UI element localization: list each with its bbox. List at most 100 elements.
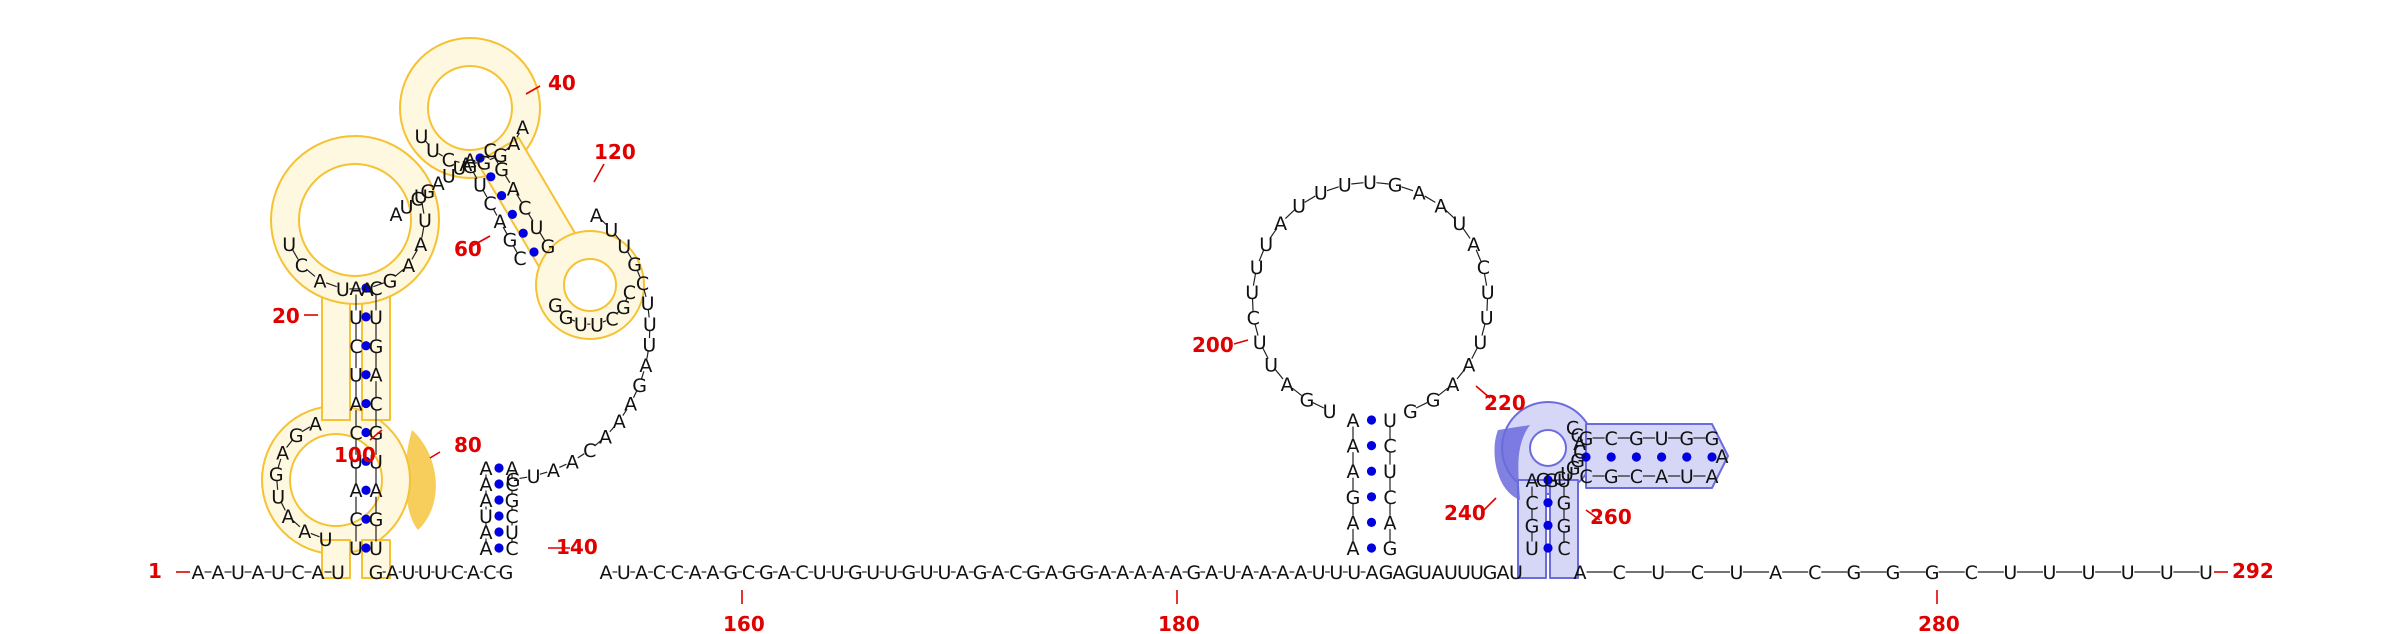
backbone-segment <box>489 157 495 161</box>
nucleotide: A <box>1526 470 1539 492</box>
backbone-segment <box>1462 227 1471 239</box>
nucleotide: U <box>642 335 656 357</box>
backbone-segment <box>310 532 320 538</box>
nucleotide: U <box>349 451 363 473</box>
nucleotide: A <box>1366 562 1379 584</box>
nucleotide: U <box>400 196 414 218</box>
nucleotide: U <box>2160 562 2174 584</box>
nucleotide: A <box>566 451 579 473</box>
nucleotide: A <box>1152 562 1165 584</box>
nucleotide: U <box>604 220 618 242</box>
nucleotide: A <box>1716 446 1729 468</box>
nucleotide: U <box>1525 538 1539 560</box>
nucleotide: U <box>1338 175 1352 197</box>
base-pairs <box>361 153 1717 553</box>
nucleotide: C <box>349 509 362 531</box>
nucleotide: A <box>956 562 969 584</box>
base-pair-dot <box>1606 452 1616 462</box>
nucleotide: C <box>1009 562 1022 584</box>
nucleotide: A <box>1347 538 1360 560</box>
nucleotide: A <box>1347 461 1360 483</box>
nucleotide: G <box>493 145 508 167</box>
nucleotide: U <box>617 236 631 258</box>
base-pair-dot <box>486 172 496 182</box>
nucleotide: A <box>1434 196 1447 218</box>
backbone-segment <box>625 297 628 302</box>
nucleotide: G <box>383 271 398 293</box>
label-tick <box>369 429 383 441</box>
nucleotide: G <box>1346 487 1361 509</box>
label-180: 180 <box>1158 612 1200 634</box>
base-pair-dot <box>1581 452 1591 462</box>
nucleotide: A <box>350 394 363 416</box>
backbone-segment <box>614 234 621 242</box>
nucleotide: U <box>2043 562 2057 584</box>
nucleotide: G <box>1847 562 1862 584</box>
nucleotide: U <box>505 522 519 544</box>
nucleotide: U <box>1259 234 1273 256</box>
nucleotide: G <box>463 156 478 178</box>
nucleotide: A <box>1573 433 1586 455</box>
backbone-segment <box>626 251 632 259</box>
nucleotide: C <box>349 422 362 444</box>
nucleotide: G <box>759 562 774 584</box>
nucleotide: C <box>1612 562 1625 584</box>
nucleotide: U <box>590 314 604 336</box>
backbone-segment <box>1312 402 1325 409</box>
base-pair-dot <box>361 341 371 351</box>
nucleotide: G <box>848 562 863 584</box>
nucleotide: G <box>1557 493 1572 515</box>
label-240: 240 <box>1444 501 1486 525</box>
backbone-segment <box>1424 195 1436 203</box>
nucleotide: A <box>402 255 415 277</box>
nucleotide: C <box>505 538 518 560</box>
nucleotide: G <box>616 297 631 319</box>
backbone-segment <box>1252 273 1257 286</box>
nucleotide: C <box>1605 428 1618 450</box>
nucleotide: A <box>1116 562 1129 584</box>
nucleotide: C <box>671 562 684 584</box>
nucleotide: C <box>1525 493 1538 515</box>
nucleotide: A <box>635 562 648 584</box>
backbone-segment <box>1415 402 1428 409</box>
nucleotide: A <box>590 205 603 227</box>
nucleotide: U <box>402 562 416 584</box>
nucleotide: U <box>1312 562 1326 584</box>
nucleotide: U <box>271 562 285 584</box>
nucleotide: A <box>599 427 612 449</box>
label-tick <box>429 451 441 459</box>
nucleotide: U <box>349 365 363 387</box>
backbone-segment <box>559 309 563 313</box>
nucleotide: U <box>831 562 845 584</box>
nucleotide: A <box>1574 562 1587 584</box>
nucleotide: A <box>600 562 613 584</box>
nucleotide: G <box>1186 562 1201 584</box>
nucleotide: A <box>390 204 403 226</box>
backbone-segment <box>1291 387 1303 397</box>
nucleotide: C <box>513 248 526 270</box>
nucleotide: G <box>548 295 563 317</box>
nucleotide: A <box>1347 436 1360 458</box>
nucleotide: U <box>920 562 934 584</box>
base-pair-dot <box>1543 475 1553 485</box>
backbone-segment <box>305 268 316 277</box>
nucleotide: U <box>938 562 952 584</box>
label-60: 60 <box>454 237 482 261</box>
backbone-segment <box>1483 273 1488 286</box>
nucleotide: G <box>476 152 491 174</box>
nucleotide: C <box>1553 468 1566 490</box>
nucleotide: U <box>331 562 345 584</box>
nucleotide: A <box>386 562 399 584</box>
nucleotide: A <box>1259 562 1272 584</box>
nucleotide: A <box>480 474 493 496</box>
nucleotide: U <box>1470 562 1484 584</box>
highlight-ring-lower <box>261 405 411 555</box>
nucleotide: U <box>574 314 588 336</box>
nucleotide: U <box>1730 562 1744 584</box>
nucleotide: G <box>369 562 384 584</box>
backbone-segment <box>1304 195 1316 203</box>
backbone-segment <box>646 350 649 359</box>
nucleotide: U <box>2121 562 2135 584</box>
nucleotide: C <box>1536 470 1549 492</box>
